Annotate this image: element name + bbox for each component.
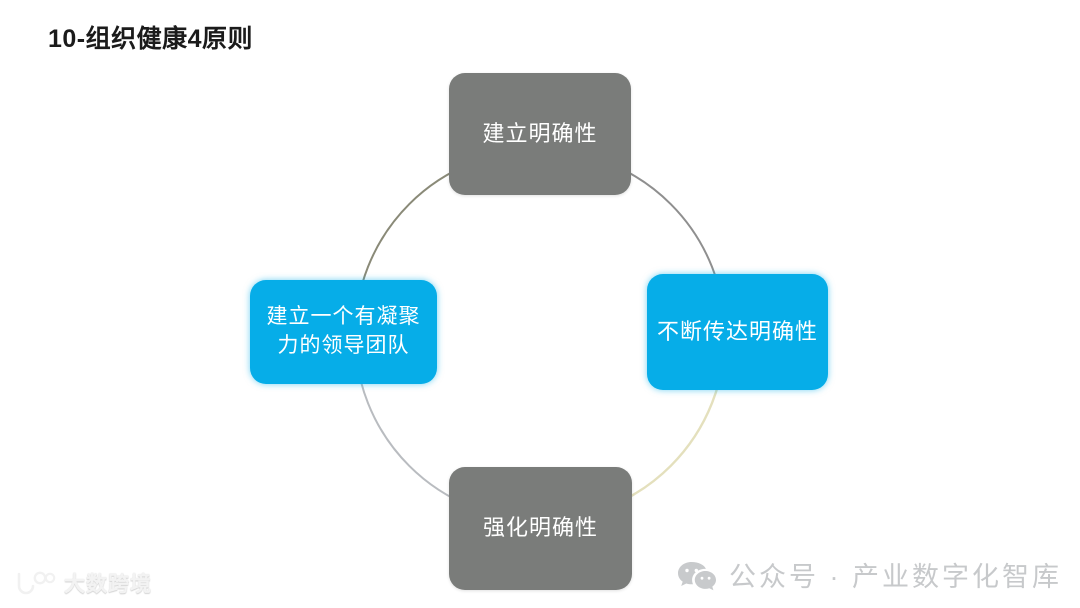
wechat-icon bbox=[678, 562, 716, 591]
cycle-node-top-label: 建立明确性 bbox=[482, 120, 598, 146]
cycle-node-left-label: 建立一个有凝聚 力的领导团队 bbox=[266, 305, 421, 357]
watermark: 公众号 · 产业数字化智库 bbox=[677, 560, 1062, 594]
brand-name: 大数跨境 bbox=[64, 573, 152, 596]
cycle-node-bottom-label: 强化明确性 bbox=[482, 515, 598, 541]
watermark-text: 公众号 · 产业数字化智库 bbox=[729, 561, 1062, 592]
cycle-node-bottom[interactable]: 强化明确性 bbox=[449, 467, 632, 590]
cycle-node-right[interactable]: 不断传达明确性 bbox=[647, 274, 828, 390]
brand-logo: 大数跨境 bbox=[14, 566, 152, 600]
cycle-node-right-label: 不断传达明确性 bbox=[657, 318, 819, 344]
smiley-logo-icon bbox=[17, 571, 56, 595]
cycle-node-top[interactable]: 建立明确性 bbox=[449, 73, 631, 195]
page-title: 10-组织健康4原则 bbox=[48, 25, 254, 53]
cycle-node-left[interactable]: 建立一个有凝聚 力的领导团队 bbox=[250, 280, 437, 384]
